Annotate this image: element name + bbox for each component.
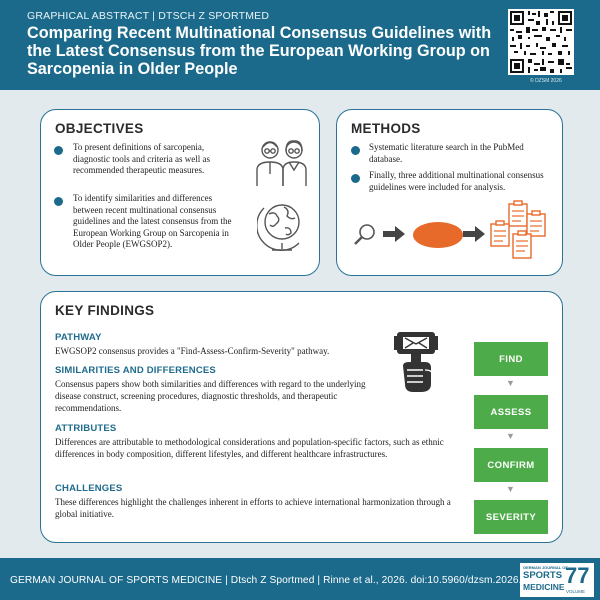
badge-line2: MEDICINE (523, 582, 565, 592)
bullet-dot-icon (54, 197, 63, 206)
chevron-down-icon: ▼ (506, 378, 515, 388)
pathway-step-find: FIND (474, 342, 548, 376)
kicker-label: GRAPHICAL ABSTRACT | DTSCH Z SPORTMED (27, 10, 270, 22)
finding-heading: SIMILARITIES AND DIFFERENCES (55, 365, 216, 376)
checklist-stack-icon (487, 200, 553, 264)
methods-title: METHODS (351, 121, 421, 136)
bullet-dot-icon (54, 146, 63, 155)
arrow-right-icon (383, 225, 405, 243)
objectives-item: To present definitions of sarcopenia, di… (73, 142, 210, 175)
pathway-step-severity: SEVERITY (474, 500, 548, 534)
badge-volume: 77 (565, 563, 590, 588)
header-banner: GRAPHICAL ABSTRACT | DTSCH Z SPORTMED Co… (0, 0, 600, 90)
pathway-step-assess: ASSESS (474, 395, 548, 429)
process-ellipse (413, 222, 463, 248)
objectives-item: To identify similarities and differences… (73, 193, 232, 249)
qr-code-icon[interactable] (508, 9, 574, 75)
badge-line1: SPORTS (523, 570, 563, 581)
objectives-title: OBJECTIVES (55, 121, 144, 136)
bullet-dot-icon (351, 174, 360, 183)
finding-text: EWGSOP2 consensus provides a "Find-Asses… (55, 346, 330, 356)
finding-text: Differences are attributable to methodol… (55, 437, 444, 459)
finding-text: Consensus papers show both similarities … (55, 379, 366, 413)
badge-small-text: GERMAN JOURNAL OF (523, 565, 568, 570)
grip-dynamometer-icon (393, 330, 443, 396)
magnifier-icon (353, 222, 377, 246)
methods-item: Finally, three additional multinational … (369, 170, 544, 192)
finding-heading: CHALLENGES (55, 483, 123, 494)
elderly-couple-icon (253, 138, 311, 188)
objectives-card: OBJECTIVES To present definitions of sar… (40, 109, 320, 276)
methods-item: Systematic literature search in the PubM… (369, 142, 524, 164)
footer-bar: GERMAN JOURNAL OF SPORTS MEDICINE | Dtsc… (0, 558, 600, 600)
findings-title: KEY FINDINGS (55, 303, 155, 318)
copyright-label: © DZSM 2026 (530, 78, 562, 84)
page-title: Comparing Recent Multinational Consensus… (27, 24, 492, 78)
citation-text[interactable]: GERMAN JOURNAL OF SPORTS MEDICINE | Dtsc… (10, 575, 539, 586)
finding-heading: PATHWAY (55, 332, 102, 343)
arrow-right-icon (463, 225, 485, 243)
journal-logo: GERMAN JOURNAL OF SPORTS MEDICINE 77 VOL… (520, 563, 594, 597)
badge-volume-label: VOLUME (566, 589, 586, 594)
finding-text: These differences highlight the challeng… (55, 497, 451, 519)
methods-card: METHODS Systematic literature search in … (336, 109, 563, 276)
chevron-down-icon: ▼ (506, 431, 515, 441)
finding-heading: ATTRIBUTES (55, 423, 117, 434)
pathway-step-confirm: CONFIRM (474, 448, 548, 482)
chevron-down-icon: ▼ (506, 484, 515, 494)
globe-icon (256, 198, 307, 254)
bullet-dot-icon (351, 146, 360, 155)
